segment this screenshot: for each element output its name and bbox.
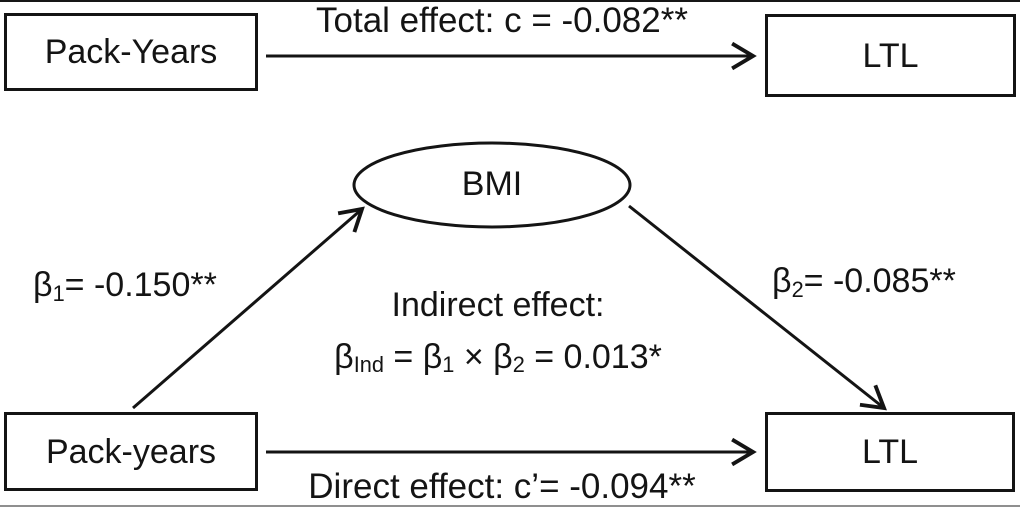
path-b-subscript: 2 (791, 276, 804, 302)
mediator-label: BMI (353, 143, 631, 227)
path-a-arrow (132, 206, 365, 410)
predictor-box-total-label: Pack-Years (44, 33, 218, 71)
indirect-formula-result: = 0.013* (524, 337, 662, 376)
outcome-box-total-label: LTL (862, 36, 919, 75)
path-b-symbol: β (772, 262, 792, 300)
indirect-effect-title: Indirect effect: (391, 286, 605, 324)
indirect-formula-mid1: = β (383, 337, 443, 376)
path-b-coefficient-label: β2= -0.085** (772, 262, 956, 301)
path-b-value: = -0.085** (803, 262, 956, 300)
indirect-formula-mid2: × β (454, 337, 513, 376)
indirect-effect-block: Indirect effect: βInd = β1 × β2 = 0.013* (288, 280, 708, 383)
path-a-subscript: 1 (52, 280, 65, 306)
path-a-value: = -0.150** (64, 266, 217, 304)
predictor-box-mediation-label: Pack-years (45, 432, 217, 471)
indirect-formula-sub2: 2 (512, 352, 525, 378)
total-effect-label: Total effect: c = -0.082** (316, 1, 688, 40)
path-a-symbol: β (33, 266, 53, 304)
outcome-box-total-model: LTL (765, 14, 1016, 97)
mediator-ellipse (352, 141, 632, 229)
outcome-box-mediation-model: LTL (765, 412, 1015, 492)
figure-bottom-border (0, 505, 1020, 507)
indirect-formula-beta: β (334, 337, 354, 376)
outcome-box-mediation-label: LTL (861, 433, 919, 471)
path-b-arrow (628, 204, 887, 411)
predictor-box-mediation-model: Pack-years (4, 412, 258, 491)
indirect-formula-sub-ind: Ind (353, 352, 384, 378)
direct-effect-label: Direct effect: c’= -0.094** (308, 467, 696, 506)
path-a-coefficient-label: β1= -0.150** (33, 266, 217, 305)
predictor-box-total-model: Pack-Years (4, 13, 258, 91)
indirect-effect-formula: βInd = β1 × β2 = 0.013* (288, 332, 708, 384)
indirect-formula-sub1: 1 (442, 352, 455, 378)
mediator-label-text: BMI (461, 165, 523, 204)
figure-top-border (0, 0, 1020, 2)
